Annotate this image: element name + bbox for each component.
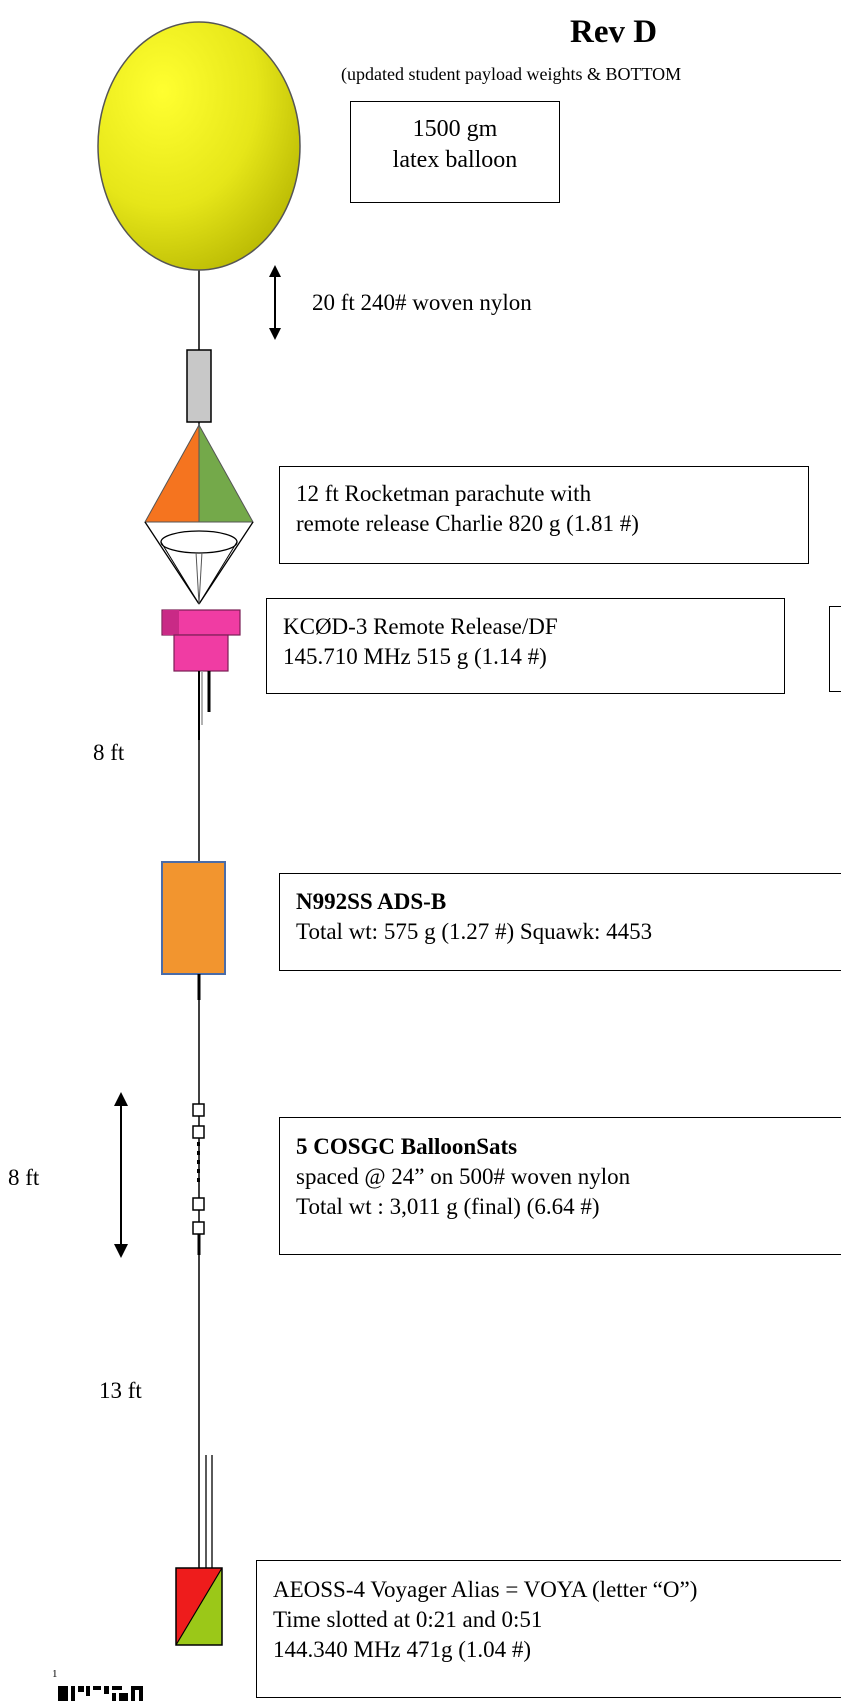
arrow-20ft-icon: [269, 265, 281, 340]
swivel-connector: [186, 349, 212, 423]
balloon-shape: [97, 21, 301, 271]
nylon-20ft-label: 20 ft 240# woven nylon: [312, 290, 532, 315]
balloon-label-box: 1500 gm latex balloon: [350, 101, 560, 203]
balloonsat-string: [192, 1103, 205, 1255]
aeoss-label-box: AEOSS-4 Voyager Alias = VOYA (letter “O”…: [256, 1560, 841, 1698]
parachute-label-box: 12 ft Rocketman parachute with remote re…: [279, 466, 809, 564]
qr-code-icon: [58, 1686, 143, 1701]
arrow-8ft-icon: [114, 1092, 128, 1258]
balloon-type: latex balloon: [392, 147, 518, 174]
release-label-box: KCØD-3 Remote Release/DF 145.710 MHz 515…: [266, 598, 785, 694]
adsb-payload: [161, 861, 226, 975]
cropped-box-edge: [829, 606, 841, 692]
aeoss-payload: [175, 1455, 223, 1646]
footnote-mark: 1: [52, 1668, 58, 1680]
parachute-shape: [144, 423, 254, 605]
adsb-label-box: N992SS ADS-B Total wt: 575 g (1.27 #) Sq…: [279, 873, 841, 971]
gap-8ft-label: 8 ft: [93, 740, 125, 765]
cosgc-label-box: 5 COSGC BalloonSats spaced @ 24” on 500#…: [279, 1117, 841, 1255]
gap-8ft-label-balloonsats: 8 ft: [8, 1165, 40, 1190]
gap-13ft-label: 13 ft: [99, 1378, 142, 1403]
balloon-size: 1500 gm: [412, 116, 498, 142]
page-title: Rev D: [570, 14, 658, 50]
page-subtitle: (updated student payload weights & BOTTO…: [341, 64, 682, 84]
release-unit: [161, 609, 241, 740]
